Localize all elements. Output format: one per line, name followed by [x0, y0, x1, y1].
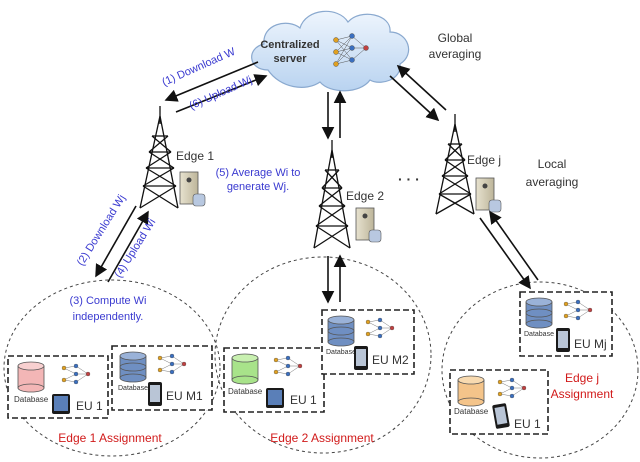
edge2-eum2-box: Database EU M2: [321, 309, 415, 375]
step-upload-wi: (4) Upload Wi: [113, 217, 159, 280]
neural-net-icon: [563, 299, 593, 321]
local-averaging-2: averaging: [526, 175, 579, 189]
step-compute-1: (3) Compute Wi: [69, 295, 146, 307]
arrow-users-edgej-up: [489, 210, 539, 281]
edge2-region: [214, 256, 432, 454]
database-label: Database: [454, 407, 489, 416]
edge1-assignment: Edge 1 Assignment: [58, 431, 162, 445]
edge1-label: Edge 1: [176, 149, 214, 163]
edgej-tower-icon: [435, 114, 475, 215]
edge1-region: [3, 279, 221, 457]
database-icon: [119, 351, 147, 383]
eum1-label: EU M1: [166, 389, 203, 403]
arrow-edgej-cloud-up: [396, 64, 447, 111]
step-average-2: generate Wj.: [227, 181, 289, 193]
phone-icon: [556, 328, 570, 352]
edge1-eum1-box: Database EU M1: [111, 345, 213, 411]
cloud-label-1: Centralized: [260, 39, 319, 51]
arrow-upload-wj: [175, 74, 268, 113]
database-label: Database: [118, 385, 148, 392]
edgej-region: [441, 281, 639, 459]
step-download-wj: (2) Download Wj: [75, 193, 128, 268]
edgej-eumj-box: Database EU Mj: [519, 291, 613, 357]
neural-net-icon: [273, 355, 303, 377]
eu1-label: EU 1: [514, 417, 541, 431]
database-icon: [327, 315, 355, 347]
database-label: Database: [14, 395, 49, 404]
eum2-label: EU M2: [372, 353, 409, 367]
arrow-upload-wi: [107, 210, 149, 283]
database-icon: [525, 297, 553, 329]
phone-icon: [492, 403, 510, 429]
phone-icon: [354, 346, 368, 370]
edgej-eu1-box: Database EU 1: [449, 369, 549, 435]
global-averaging-1: Global: [438, 31, 473, 45]
arrow-download-wj: [95, 205, 137, 278]
tablet-icon: [266, 388, 284, 408]
database-icon: [231, 353, 259, 385]
database-icon: [17, 361, 45, 393]
database-label: Database: [326, 349, 356, 356]
edge1-eu1-box: Database EU 1: [7, 355, 109, 419]
edge1-server-icon: [179, 171, 206, 207]
arrow-download-w: [164, 61, 259, 102]
edge1-tower-icon: [139, 106, 179, 209]
neural-net-icon: [157, 353, 187, 375]
database-label: Database: [524, 331, 554, 338]
edgej-assignment-2: Assignment: [551, 387, 614, 401]
arrow-cloud-edgej-down: [389, 75, 440, 122]
edge2-tower-icon: [313, 140, 351, 249]
edgej-server-icon: [475, 177, 502, 213]
eu1-label: EU 1: [76, 399, 103, 413]
cloud-server: Centralized server: [251, 10, 410, 92]
eu1-label: EU 1: [290, 393, 317, 407]
phone-icon: [148, 382, 162, 406]
edge2-eu1-box: Database EU 1: [223, 347, 325, 413]
database-icon: [457, 375, 485, 407]
database-label: Database: [228, 387, 263, 396]
edgej-assignment-1: Edge j: [565, 371, 599, 385]
neural-net-icon: [497, 377, 527, 399]
edge2-server-icon: [355, 207, 382, 243]
step-upload-wj: (6) Upload Wj: [188, 74, 254, 112]
arrow-edgej-users-down: [479, 217, 531, 290]
edge2-label: Edge 2: [346, 189, 384, 203]
step-download-w: (1) Download W: [160, 45, 237, 88]
neural-net-icon: [365, 317, 395, 339]
step-average-1: (5) Average Wi to: [216, 167, 301, 179]
eumj-label: EU Mj: [574, 337, 607, 351]
neural-net-icon: [61, 363, 91, 385]
tablet-icon: [52, 394, 70, 414]
global-averaging-2: averaging: [429, 47, 482, 61]
edge2-assignment: Edge 2 Assignment: [270, 431, 374, 445]
local-averaging-1: Local: [538, 157, 567, 171]
cloud-label-2: server: [273, 53, 307, 65]
edgej-label: Edge j: [467, 153, 501, 167]
edge-dots: · · ·: [398, 171, 420, 187]
neural-net-icon: [333, 33, 369, 67]
step-compute-2: independently.: [73, 311, 144, 323]
